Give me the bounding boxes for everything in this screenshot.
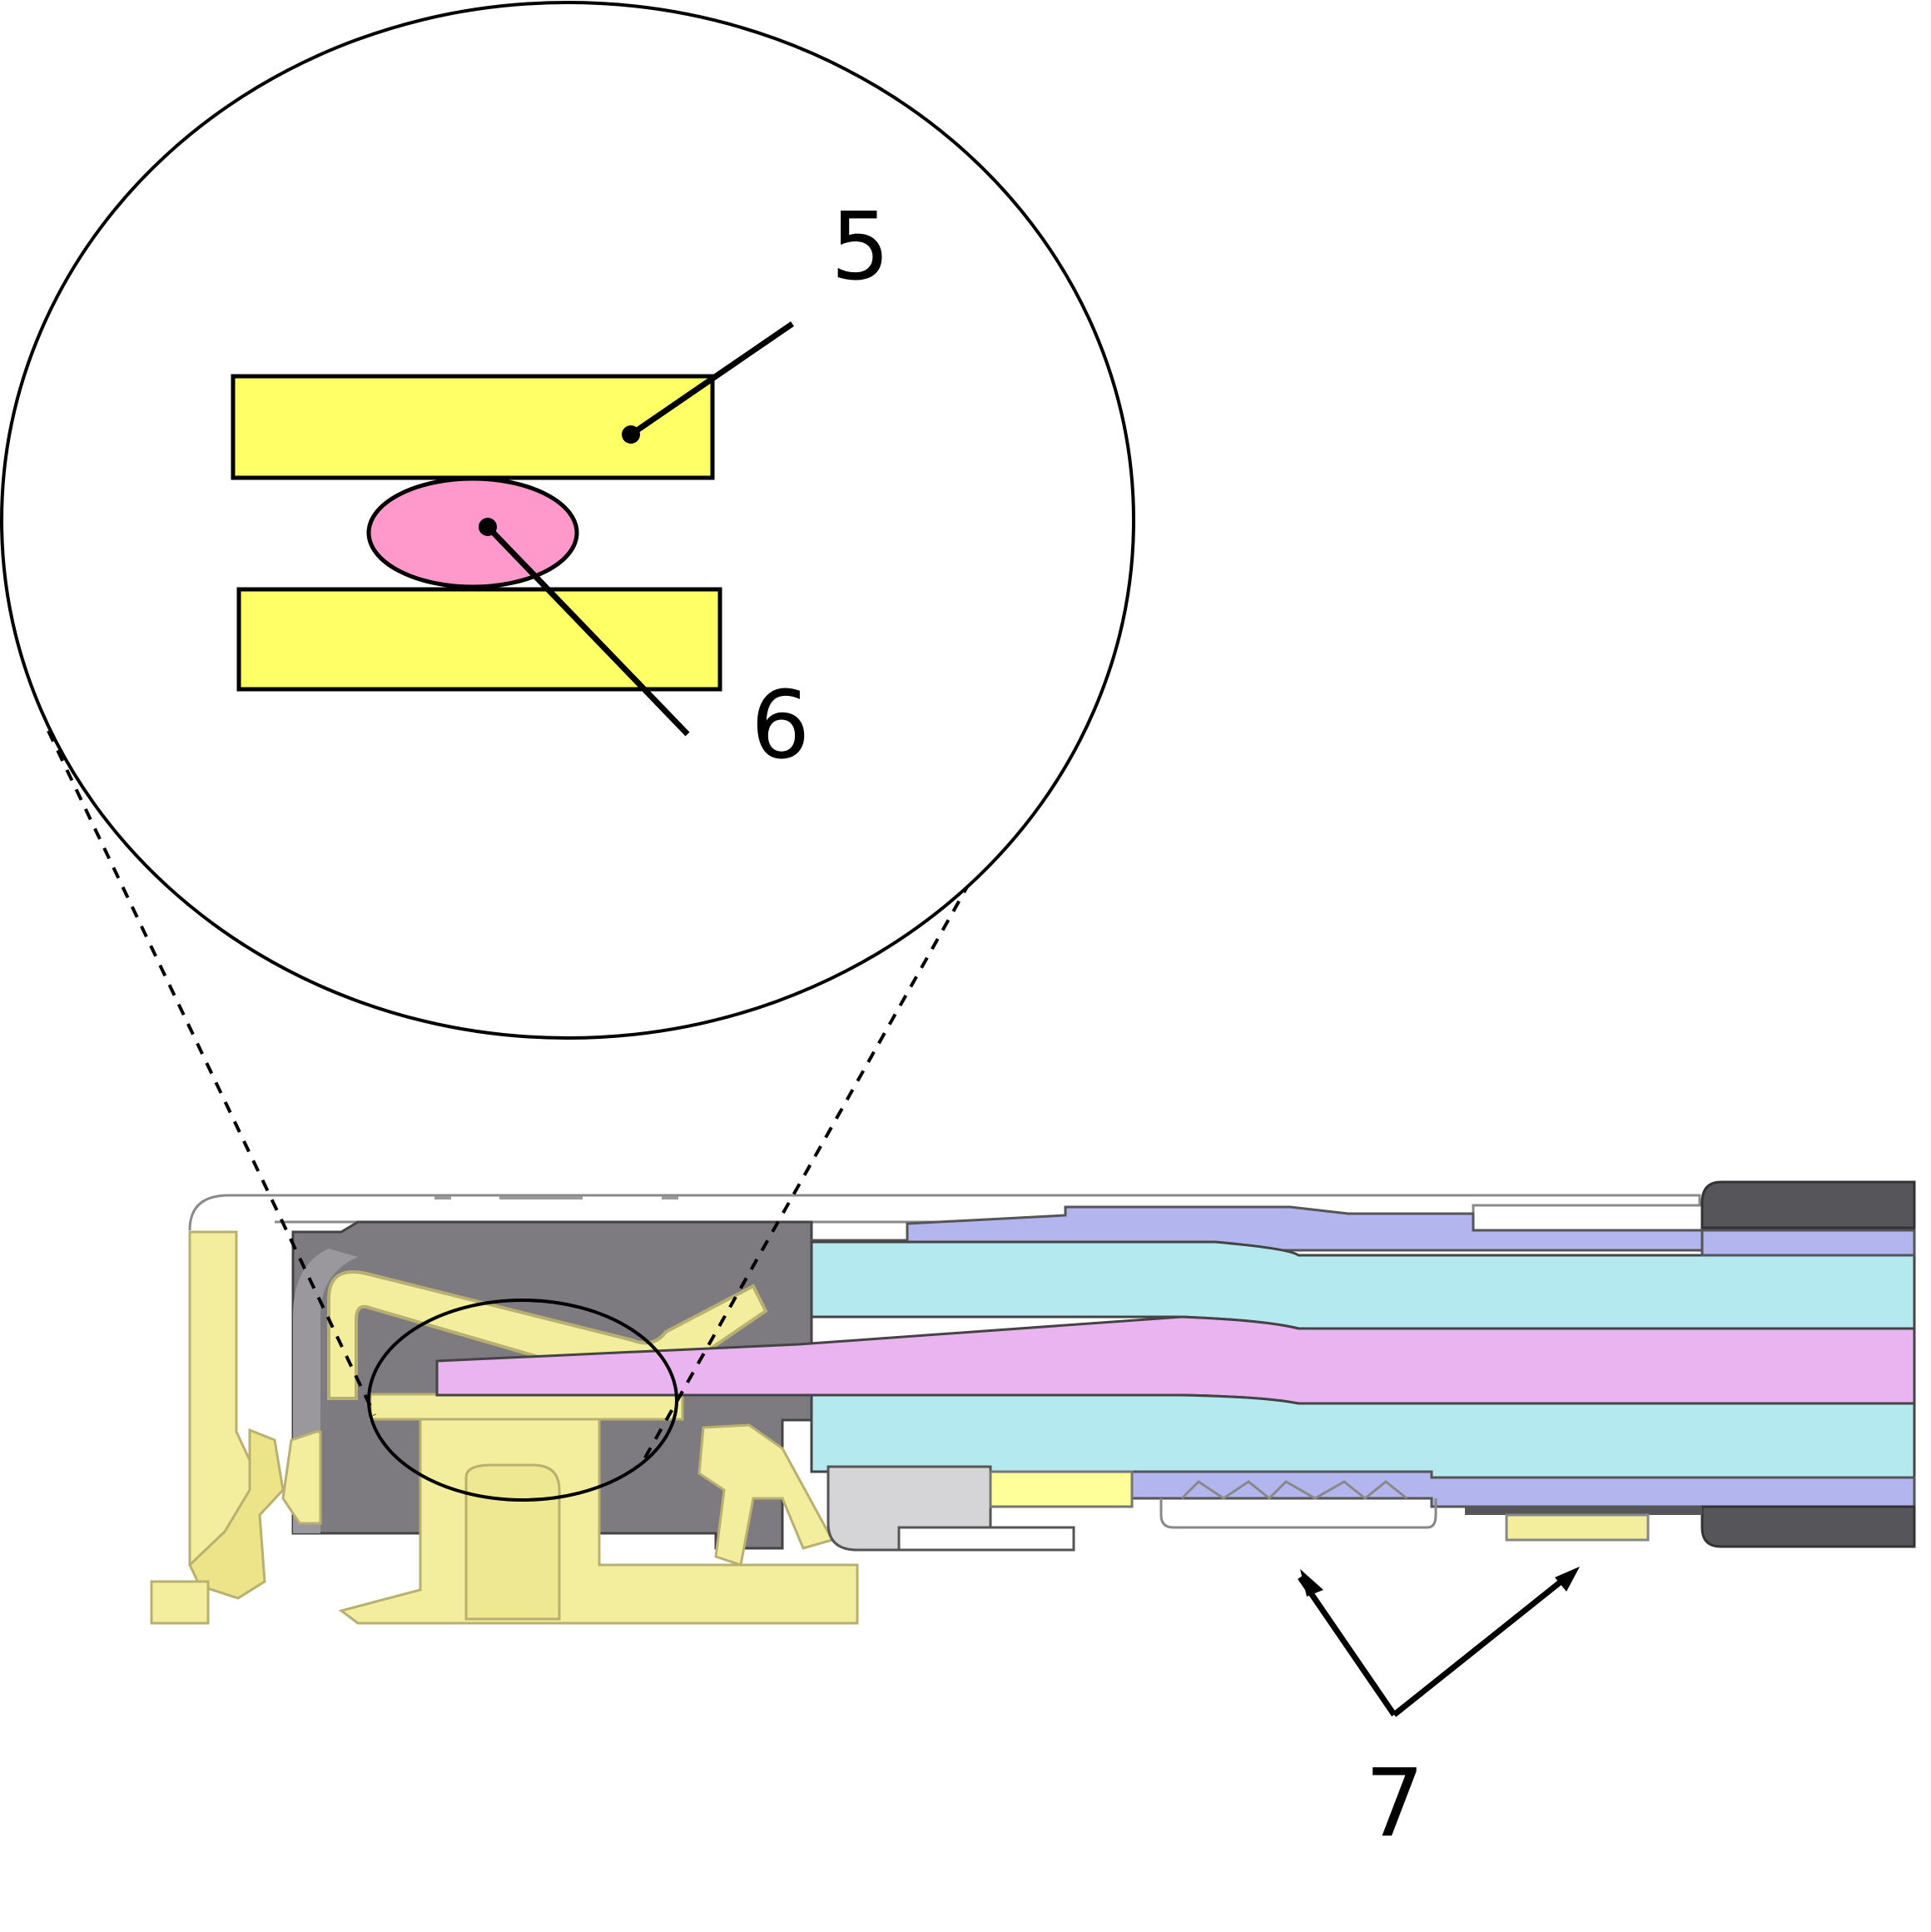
arrow-7-left xyxy=(1298,1576,1397,1716)
label-6: 6 xyxy=(751,672,810,780)
right-end-cap-bottom xyxy=(1700,1505,1916,1548)
right-end-cap xyxy=(1700,1180,1916,1229)
arrows-7 xyxy=(1298,1571,1574,1717)
lower-yellow-block xyxy=(989,1470,1134,1508)
right-hook xyxy=(697,1423,835,1567)
cable-top-lavender-extension xyxy=(1700,1229,1916,1257)
arrow-7-right-head xyxy=(1555,1567,1580,1592)
connector-cross-section xyxy=(150,1180,1916,1625)
leader-line-6 xyxy=(485,524,690,737)
top-cover-outline xyxy=(188,1194,1701,1231)
lower-conductor xyxy=(236,587,722,692)
leader-dot-5 xyxy=(622,425,640,444)
bottom-right-plate xyxy=(1465,1507,1702,1515)
left-hook xyxy=(188,1428,285,1600)
left-inner-hook xyxy=(281,1430,322,1525)
leader-line-5 xyxy=(629,321,794,437)
zoom-guide-left xyxy=(47,730,376,1416)
zoom-guide-right xyxy=(639,882,971,1466)
leader-dot-6 xyxy=(479,518,497,536)
contact-post-inner xyxy=(464,1463,561,1621)
contact-point xyxy=(366,476,579,589)
zigzag-contacts xyxy=(1159,1480,1437,1529)
bottom-right-contact xyxy=(1505,1513,1650,1542)
label-5: 5 xyxy=(831,193,890,301)
cable-lower-cyan xyxy=(810,1393,1916,1479)
contact-plate xyxy=(369,1393,684,1421)
magnified-detail xyxy=(0,1,1135,1040)
label-7: 7 xyxy=(1365,1750,1424,1858)
arrow-7-right xyxy=(1392,1571,1574,1717)
arrow-7-left-head xyxy=(1300,1569,1323,1597)
lower-bracket-inner xyxy=(897,1526,1075,1552)
bottom-left-pad xyxy=(150,1580,210,1625)
